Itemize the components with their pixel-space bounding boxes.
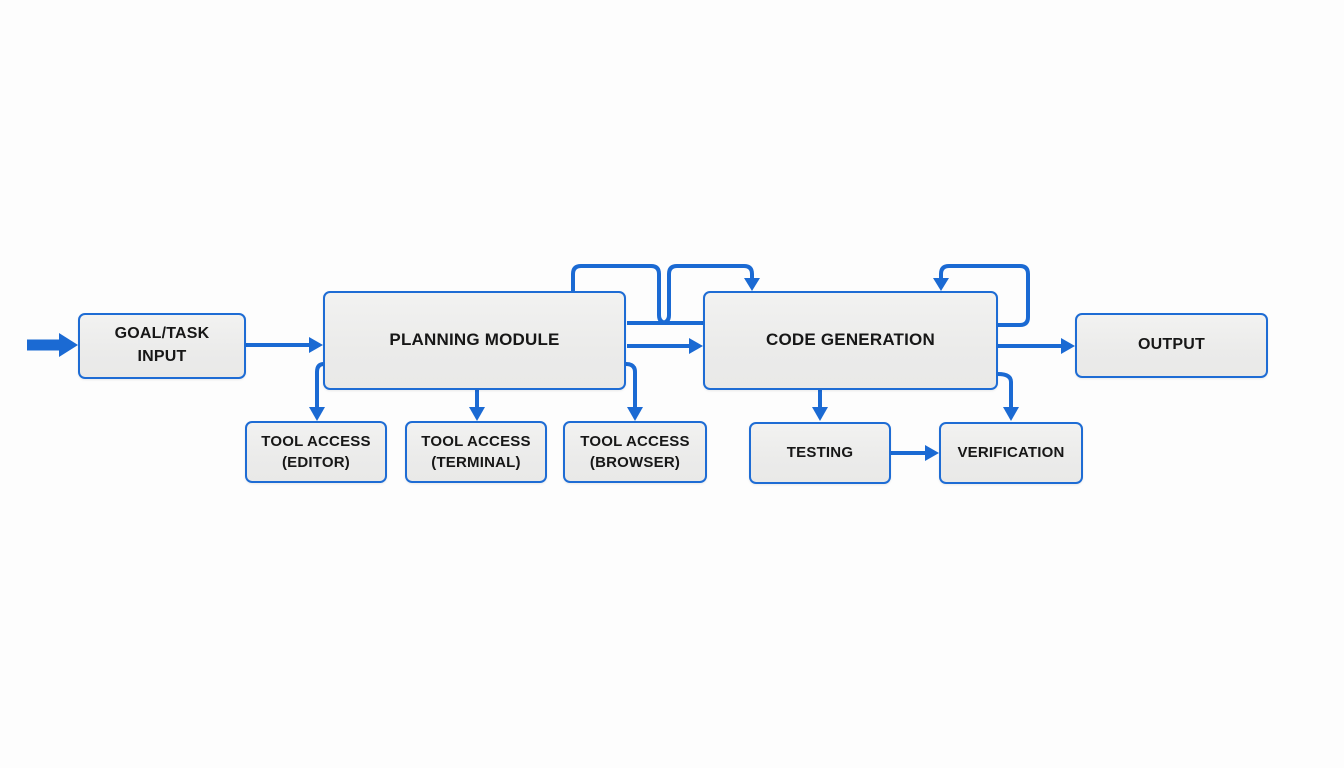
node-testing: TESTING — [749, 422, 891, 484]
edge-start-to-goal-arrow — [27, 333, 78, 357]
node-tool-access-terminal-label: TOOL ACCESS (TERMINAL) — [421, 432, 531, 471]
edge-testing-to-verification-arrow — [891, 445, 939, 461]
node-output: OUTPUT — [1075, 313, 1268, 378]
edge-planning-to-editor-arrow — [309, 362, 325, 421]
node-tool-access-browser: TOOL ACCESS (BROWSER) — [563, 421, 707, 483]
node-verification-label: VERIFICATION — [957, 444, 1065, 462]
node-output-label: OUTPUT — [1138, 336, 1205, 354]
edge-feedback-loop-left-bump — [571, 264, 668, 325]
node-planning-module-label: PLANNING MODULE — [389, 330, 560, 350]
edge-planning-to-codegen-arrow — [627, 338, 703, 354]
edge-planning-to-browser-arrow — [625, 362, 643, 421]
node-code-generation: CODE GENERATION — [703, 291, 998, 390]
node-tool-access-browser-label: TOOL ACCESS (BROWSER) — [580, 432, 690, 471]
edge-codegen-to-verification-arrow — [997, 372, 1019, 421]
edge-goal-to-planning-arrow — [246, 337, 323, 353]
node-verification: VERIFICATION — [939, 422, 1083, 484]
node-tool-access-editor: TOOL ACCESS (EDITOR) — [245, 421, 387, 483]
node-testing-label: TESTING — [786, 444, 854, 462]
edge-codegen-to-output-arrow — [998, 338, 1075, 354]
node-goal-task-input: GOAL/TASK INPUT — [78, 313, 246, 379]
edge-planning-to-terminal-arrow — [469, 390, 485, 421]
node-tool-access-editor-label: TOOL ACCESS (EDITOR) — [261, 432, 371, 471]
node-code-generation-label: CODE GENERATION — [766, 330, 935, 350]
edge-codegen-self-loop-arrow — [933, 264, 1030, 327]
edge-codegen-to-testing-arrow — [812, 390, 828, 421]
node-goal-task-input-label: GOAL/TASK INPUT — [114, 325, 210, 365]
node-planning-module: PLANNING MODULE — [323, 291, 626, 390]
node-tool-access-terminal: TOOL ACCESS (TERMINAL) — [405, 421, 547, 483]
edge-feedback-loop-right-bump-arrow — [660, 264, 760, 325]
